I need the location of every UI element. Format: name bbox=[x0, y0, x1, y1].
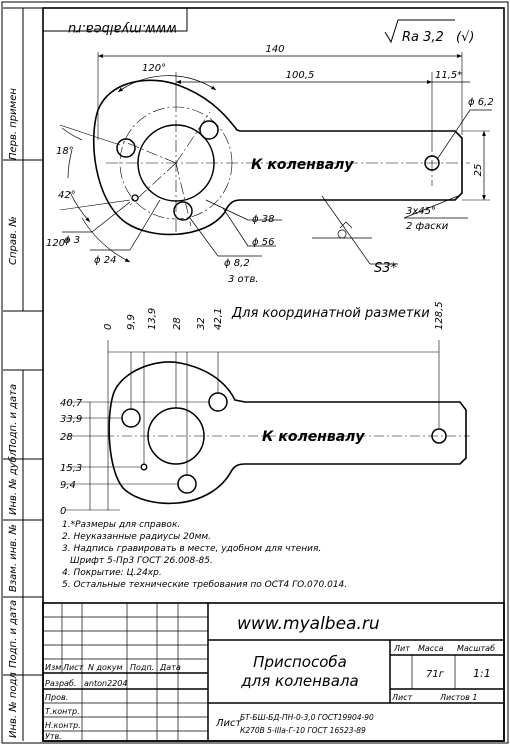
note-line: Шрифт 5-Пр3 ГОСТ 26.008-85. bbox=[70, 556, 213, 566]
row-razrab: Разраб. bbox=[45, 679, 76, 688]
roughness-value: Ra 3,2 bbox=[402, 30, 444, 45]
col-massa: Масса bbox=[418, 644, 444, 653]
arm-engraving-top: К коленвалу bbox=[251, 157, 354, 173]
material-line2: К270В 5-IIIа-Г-10 ГОСТ 16523-89 bbox=[240, 726, 366, 735]
technical-notes: 1.*Размеры для справок. 2. Неуказанные р… bbox=[62, 520, 347, 590]
dim-25: 25 bbox=[473, 164, 484, 177]
side-labels: Перв. примен Справ. № Подп. и дата Инв. … bbox=[7, 88, 19, 738]
bottom-view-x-ordinates: 0 9,9 13,9 28 32 42,1 128,5 bbox=[103, 301, 445, 330]
dim-11-5: 11,5* bbox=[435, 70, 462, 81]
col-masshtab: Масштаб bbox=[457, 644, 495, 653]
col-podp: Подп. bbox=[130, 663, 154, 672]
x-ordinate: 13,9 bbox=[147, 308, 158, 330]
side-label-vzam-inv: Взам. инв. № bbox=[8, 524, 19, 592]
phi-6-2: ϕ 6,2 bbox=[468, 97, 494, 108]
x-ordinate: 28 bbox=[172, 317, 183, 330]
x-ordinate: 0 bbox=[103, 324, 114, 330]
coordinate-marking-title: Для координатной разметки bbox=[231, 306, 430, 321]
y-ordinate: 9,4 bbox=[60, 480, 76, 491]
razrab-name: anton2204 bbox=[84, 679, 127, 688]
mirrored-stamp: www.myalbea.ru bbox=[68, 21, 177, 36]
material-prefix: Лист bbox=[215, 718, 243, 729]
phi-38: ϕ 38 bbox=[252, 214, 275, 225]
angle-120-bottom: 120° bbox=[46, 238, 70, 249]
note-line: 1.*Размеры для справок. bbox=[62, 520, 180, 530]
website: www.myalbea.ru bbox=[237, 614, 380, 634]
y-ordinate: 33,9 bbox=[60, 414, 82, 425]
row-nkontr: Н.контр. bbox=[45, 721, 81, 730]
massa: 71г bbox=[426, 669, 445, 680]
x-ordinate: 32 bbox=[196, 317, 207, 330]
phi-3: ϕ 3 bbox=[64, 235, 80, 246]
x-ordinate: 42,1 bbox=[213, 308, 224, 330]
row-tkontr: Т.контр. bbox=[45, 707, 80, 716]
title-block-grid bbox=[42, 602, 505, 742]
dim-140: 140 bbox=[265, 44, 284, 55]
material-line1: БТ-БШ-БД-ПН-0-3,0 ГОСТ19904-90 bbox=[240, 713, 374, 722]
x-ordinate: 9,9 bbox=[126, 314, 137, 330]
part-title-line2: для коленвала bbox=[240, 672, 358, 690]
angle-120-top: 120° bbox=[142, 63, 166, 74]
phi-56: ϕ 56 bbox=[252, 237, 275, 248]
side-label-inv-dubl: Инв. № дубл bbox=[7, 449, 19, 515]
part-title-line1: Приспособа bbox=[253, 653, 347, 671]
s3-thickness: S3* bbox=[374, 261, 398, 276]
side-label-podp-data-2: Подп. и дата bbox=[8, 600, 19, 668]
side-label-sprav-no: Справ. № bbox=[8, 216, 19, 265]
arm-engraving-bottom: К коленвалу bbox=[262, 429, 365, 445]
col-data: Дата bbox=[159, 663, 181, 672]
phi-24: ϕ 24 bbox=[94, 255, 117, 266]
y-ordinate: 28 bbox=[60, 432, 73, 443]
note-line: 2. Неуказанные радиусы 20мм. bbox=[62, 532, 211, 542]
top-part-view bbox=[59, 52, 492, 265]
y-ordinate: 40,7 bbox=[60, 398, 83, 409]
x-ordinate: 128,5 bbox=[434, 301, 445, 330]
note-line: 3. Надпись гравировать в месте, удобном … bbox=[62, 544, 321, 554]
listov: Листов 1 bbox=[439, 693, 478, 702]
phi-8-2: ϕ 8,2 bbox=[224, 258, 250, 269]
row-utv: Утв. bbox=[45, 732, 62, 741]
col-n-dokum: N докум bbox=[88, 663, 123, 672]
top-view-labels: 140 100,5 11,5* 120° 18° 42° 120° ϕ 6,2 … bbox=[46, 44, 494, 285]
chamfer-note: 2 фаски bbox=[406, 221, 449, 232]
col-izm: Изм bbox=[45, 663, 61, 672]
side-label-inv-podl: Инв. № подл bbox=[8, 672, 19, 738]
row-prov: Пров. bbox=[45, 693, 68, 702]
list: Лист bbox=[391, 693, 413, 702]
bottom-part-view bbox=[66, 340, 470, 511]
roughness-check: (√) bbox=[456, 30, 474, 45]
roughness-symbol: Ra 3,2 (√) bbox=[384, 19, 474, 45]
side-label-podp-data: Подп. и дата bbox=[8, 384, 19, 452]
y-ordinate: 15,3 bbox=[60, 463, 82, 474]
note-line: 5. Остальные технические требования по О… bbox=[62, 580, 347, 590]
angle-42: 42° bbox=[58, 190, 76, 201]
masshtab: 1:1 bbox=[473, 667, 491, 680]
col-lit: Лит bbox=[393, 644, 410, 653]
bottom-view-y-ordinates: 40,7 33,9 28 15,3 9,4 0 bbox=[60, 398, 83, 517]
side-label-perv-primen: Перв. примен bbox=[8, 88, 19, 160]
dim-100-5: 100,5 bbox=[286, 70, 315, 81]
note-line: 4. Покрытие: Ц.24хр. bbox=[62, 568, 162, 578]
chamfer: 3x45° bbox=[406, 206, 436, 217]
col-list: Лист bbox=[62, 663, 84, 672]
y-ordinate: 0 bbox=[60, 506, 66, 517]
angle-18: 18° bbox=[56, 146, 74, 157]
title-block-text: www.myalbea.ru Изм Лист N докум Подп. Да… bbox=[45, 614, 495, 741]
otv-3: 3 отв. bbox=[228, 274, 259, 285]
